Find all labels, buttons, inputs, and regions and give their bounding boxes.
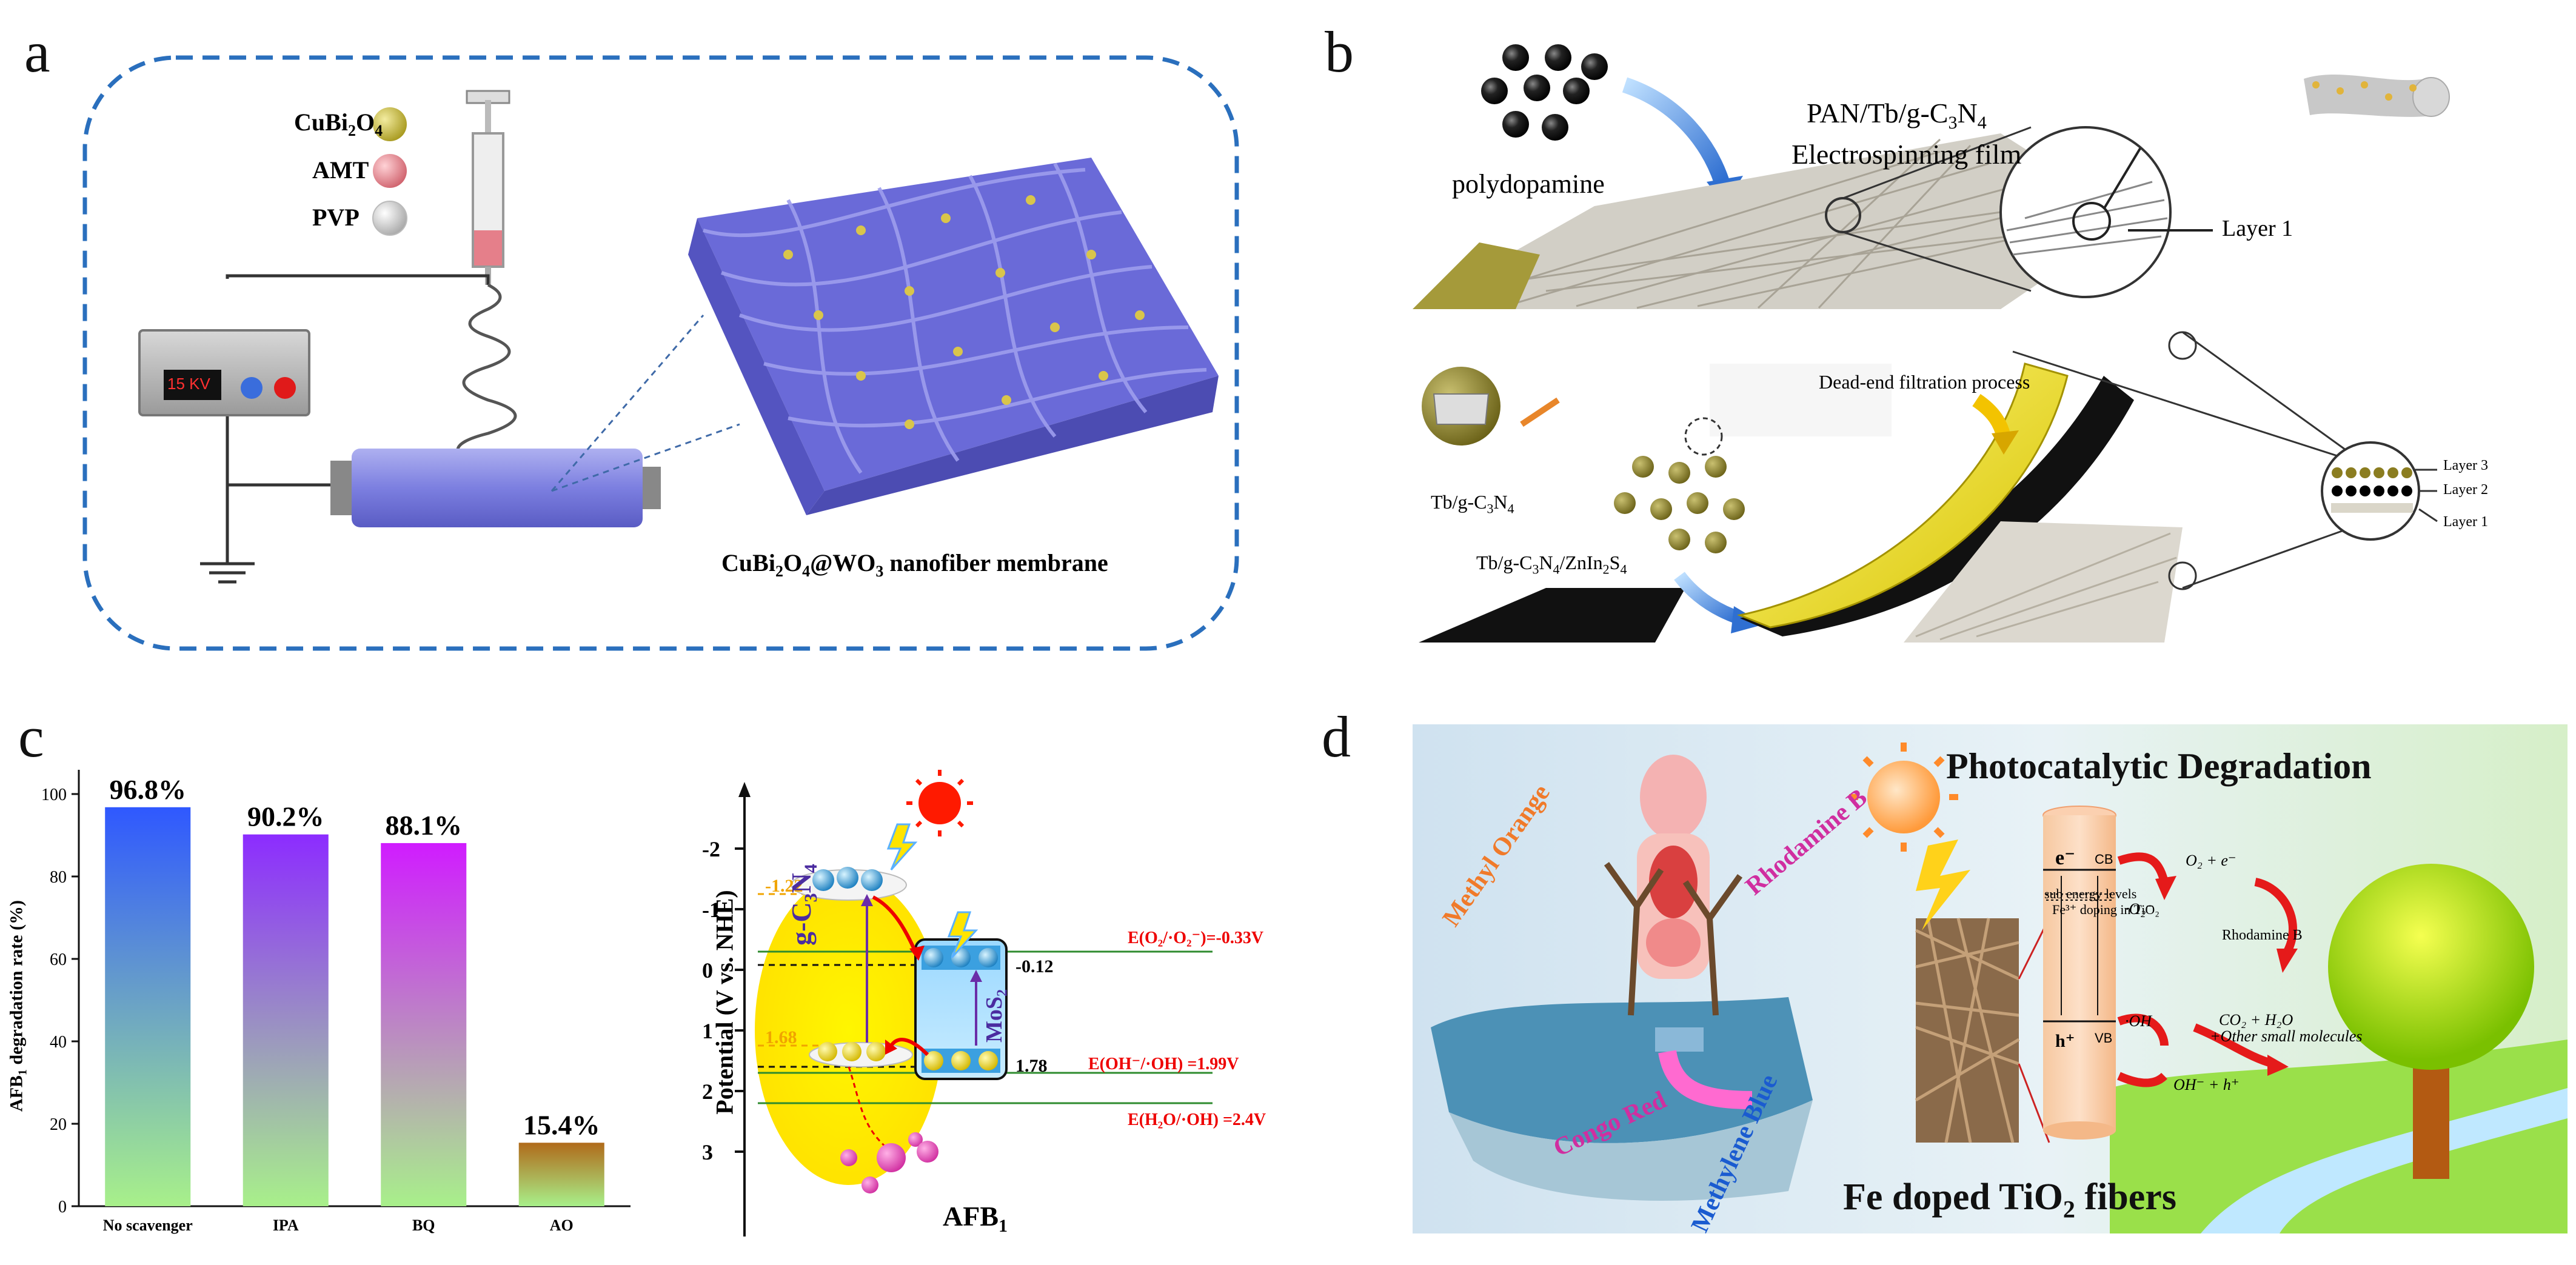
bar-category-label: BQ xyxy=(412,1217,435,1234)
reaction-rhodamine: Rhodamine B xyxy=(2222,927,2303,943)
bar-y-tick-label: 80 xyxy=(50,868,67,887)
mos2-label: MoS2 xyxy=(982,989,1011,1043)
bar-value-label: 88.1% xyxy=(386,810,463,841)
bar-value-label: 15.4% xyxy=(523,1109,600,1140)
bar-category-label: AO xyxy=(550,1217,574,1234)
membrane-label: CuBi2O4@WO3 nanofiber membrane xyxy=(721,549,1108,580)
bar-category-label: IPA xyxy=(273,1217,299,1234)
layer3-label: Layer 3 xyxy=(2443,458,2488,473)
voltage-readout: 15 KV xyxy=(167,375,210,393)
reaction-co2: CO₂ + H₂O xyxy=(2219,1011,2293,1029)
band-diagram xyxy=(735,770,1213,1237)
olive-particles xyxy=(1614,456,1745,553)
cubi2o4-ball xyxy=(373,107,407,141)
legend-cubi2o4: CuBi2O4 xyxy=(294,108,383,139)
e-oh-label: E(OH⁻/·OH) =1.99V xyxy=(1088,1055,1239,1073)
fe-doping-label: Fe³⁺ doping in TiO₂ xyxy=(2052,902,2159,917)
panel-d-illustration xyxy=(1413,724,2568,1233)
layer1-label: Layer 1 xyxy=(2443,514,2488,530)
bar-2 xyxy=(381,843,467,1206)
bar-value-label: 90.2% xyxy=(247,801,324,832)
film-label-1: PAN/Tb/g-C3N4 xyxy=(1807,98,1987,133)
e-o2-label: E(O₂/·O₂⁻)=-0.33V xyxy=(1128,929,1264,947)
layer2-label: Layer 2 xyxy=(2443,482,2488,498)
bar-y-tick-label: 40 xyxy=(50,1033,67,1052)
power-supply xyxy=(138,329,310,416)
cb-mos2-value: -0.12 xyxy=(1015,956,1054,976)
e-minus-label: e⁻ xyxy=(2055,847,2076,869)
tbg-label: Tb/g-C3N4 xyxy=(1431,491,1514,516)
degradation-bar-chart: 0 20 40 60 80 100 96.8% No scavenger 90.2% IPA 88… xyxy=(41,770,631,1234)
bar-0 xyxy=(105,807,191,1206)
reaction-oh-radical: ·OH xyxy=(2125,1012,2152,1030)
potential-tick-label: 1 xyxy=(702,1019,713,1043)
e-h2o-label: E(H₂O/·OH) =2.4V xyxy=(1128,1110,1266,1129)
pvp-ball xyxy=(372,201,407,236)
layer1-top-label: Layer 1 xyxy=(2222,216,2293,241)
cb-gcn-value: -1.22 xyxy=(765,876,803,896)
sun-icon-d xyxy=(1849,743,1958,852)
panel-d-footer: Fe doped TiO2 fibers xyxy=(1843,1177,2176,1223)
vb-mos2-value: 1.78 xyxy=(1015,1056,1048,1076)
polydopamine-label: polydopamine xyxy=(1452,169,1605,199)
collector-drum xyxy=(330,449,661,527)
bar-y-tick-label: 20 xyxy=(50,1115,67,1134)
bar-3 xyxy=(518,1143,604,1206)
potential-tick-label: 2 xyxy=(702,1080,713,1104)
polydopamine-balls xyxy=(1481,44,1608,141)
reaction-small-molecules: +Other small molecules xyxy=(2210,1027,2363,1045)
dead-end-label: Dead-end filtration process xyxy=(1819,371,2030,393)
reaction-o2-radical: ·O₂⁻ xyxy=(2125,900,2155,918)
bar-value-label: 96.8% xyxy=(110,774,187,805)
bar-y-tick-label: 100 xyxy=(41,786,67,804)
reaction-oh-minus: OH⁻ + h⁺ xyxy=(2173,1076,2240,1093)
legend-pvp: PVP xyxy=(312,204,360,231)
potential-tick-label: 3 xyxy=(702,1140,713,1164)
potential-tick-label: -1 xyxy=(702,898,720,922)
panel-b-illustration xyxy=(1413,44,2450,643)
bar-chart-ylabel: AFB1 degradation rate (%) xyxy=(6,900,30,1112)
panel-a-frame xyxy=(82,55,1239,651)
cb-label: CB xyxy=(2095,852,2113,867)
afb1-label: AFB1 xyxy=(943,1201,1008,1237)
bar-1 xyxy=(243,834,329,1206)
panel-letter-c: c xyxy=(18,704,44,769)
potential-tick-label: 0 xyxy=(702,958,713,983)
bar-y-tick-label: 0 xyxy=(58,1198,67,1217)
h-plus-label: h⁺ xyxy=(2055,1031,2075,1051)
gcn-label: g-C3N4 xyxy=(786,864,821,946)
vb-label: VB xyxy=(2095,1030,2113,1046)
bar-y-tick-label: 60 xyxy=(50,950,67,969)
bar-category-label: No scavenger xyxy=(103,1217,193,1234)
syringe-icon xyxy=(466,90,510,285)
sub-levels-label: sub energy levels xyxy=(2044,886,2137,901)
panel-letter-b: b xyxy=(1325,19,1354,84)
reaction-o2: O₂ + e⁻ xyxy=(2186,852,2236,869)
sun-icon xyxy=(906,770,973,836)
vb-gcn-value: 1.68 xyxy=(765,1027,797,1047)
legend-amt: AMT xyxy=(312,156,369,184)
panel-letter-d: d xyxy=(1322,704,1351,769)
potential-tick-label: -2 xyxy=(702,837,720,861)
panel-letter-a: a xyxy=(24,19,50,84)
panel-a-illustration xyxy=(82,55,1239,651)
tbg-znin-label: Tb/g-C3N4/ZnIn2S4 xyxy=(1476,552,1627,577)
nanofiber-membrane xyxy=(688,158,1219,515)
panel-d-title: Photocatalytic Degradation xyxy=(1946,746,2372,786)
film-label-2: Electrospinning film xyxy=(1791,139,2022,170)
amt-ball xyxy=(373,154,407,188)
